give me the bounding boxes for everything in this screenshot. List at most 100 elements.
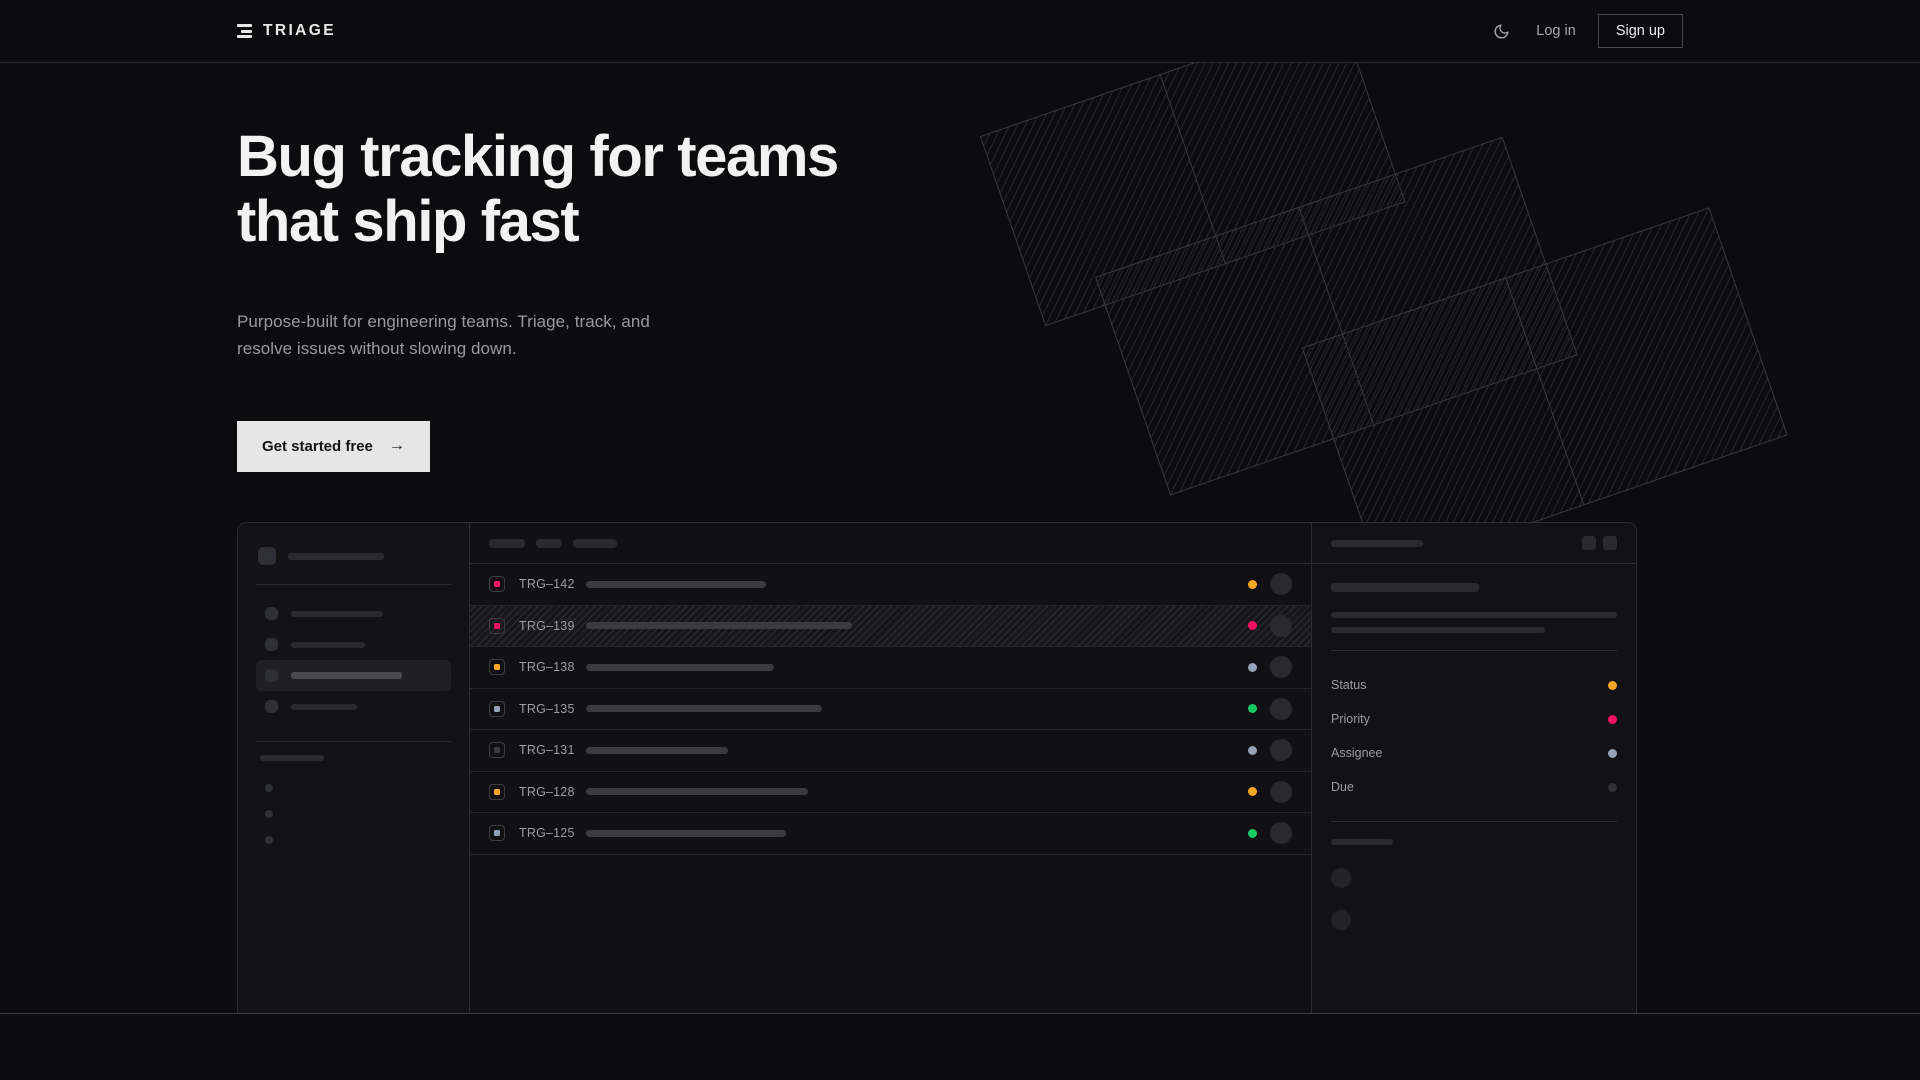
sidebar-sub-item-dot-icon (265, 784, 273, 792)
sidebar-item-label-placeholder (291, 703, 357, 710)
sidebar-nav-item[interactable] (256, 691, 451, 722)
detail-title-placeholder (1331, 583, 1479, 592)
issue-row-meta (1248, 739, 1292, 762)
navbar-actions: Log in Sign up (1488, 14, 1683, 48)
comment-avatar (1331, 868, 1351, 888)
detail-divider-activity (1331, 821, 1617, 822)
sidebar-sub-item[interactable] (256, 775, 451, 801)
issue-row-meta (1248, 573, 1292, 596)
detail-meta-row[interactable]: Priority (1331, 702, 1617, 736)
status-dot-icon (1248, 828, 1257, 838)
comment-item (1331, 857, 1617, 899)
page-bottom-divider (0, 1013, 1920, 1014)
issue-id: TRG–142 (519, 577, 575, 592)
sidebar-sub-item[interactable] (256, 801, 451, 827)
sidebar-sub-item-dot-icon (265, 836, 273, 844)
issue-row[interactable]: TRG–139 (470, 605, 1311, 647)
sidebar-divider-bottom (256, 741, 451, 742)
issue-row[interactable]: TRG–128 (470, 772, 1311, 813)
mock-sidebar (238, 523, 470, 1014)
issue-row[interactable]: TRG–142 (470, 564, 1311, 606)
issue-title-placeholder (586, 705, 822, 713)
sidebar-item-label-placeholder (291, 672, 402, 679)
detail-meta-row[interactable]: Due (1331, 770, 1617, 804)
issue-title-placeholder (586, 746, 728, 754)
sidebar-sub-item[interactable] (256, 827, 451, 853)
issue-list-toolbar (470, 523, 1311, 564)
issue-id: TRG–125 (519, 826, 575, 841)
brand-name: TRIAGE (263, 22, 336, 39)
sidebar-divider-top (256, 584, 451, 585)
issue-row-meta (1248, 614, 1292, 637)
triage-bars-logo-icon (237, 24, 252, 38)
detail-divider (1331, 650, 1617, 651)
assignee-avatar (1270, 614, 1292, 637)
issue-row[interactable]: TRG–138 (470, 647, 1311, 689)
detail-meta-row[interactable]: Assignee (1331, 736, 1617, 770)
cta-label: Get started free (262, 437, 373, 455)
sidebar-nav-list (256, 598, 451, 722)
detail-action-button[interactable] (1582, 536, 1596, 550)
detail-meta-value-dot-icon (1608, 714, 1617, 724)
sidebar-item-icon-placeholder (265, 607, 278, 620)
arrow-right-icon: → (388, 437, 405, 455)
issue-title-placeholder (586, 663, 774, 671)
workspace-avatar-placeholder (258, 547, 276, 565)
detail-meta-label: Status (1331, 678, 1367, 692)
issue-id: TRG–131 (519, 743, 575, 758)
assignee-avatar (1270, 822, 1292, 845)
assignee-avatar (1270, 697, 1292, 720)
hero-section: Bug tracking for teams that ship fast Pu… (237, 124, 839, 472)
top-navbar: TRIAGE Log in Sign up (0, 0, 1920, 63)
detail-meta-label: Assignee (1331, 746, 1383, 760)
priority-badge-icon (489, 742, 505, 759)
login-link[interactable]: Log in (1536, 23, 1576, 39)
moon-icon[interactable] (1488, 18, 1514, 44)
detail-action-button[interactable] (1603, 536, 1617, 550)
assignee-avatar (1270, 780, 1292, 803)
detail-meta-row[interactable]: Status (1331, 668, 1617, 702)
detail-breadcrumb-placeholder (1331, 539, 1423, 547)
sidebar-sub-item-dot-icon (265, 810, 273, 818)
detail-meta-value-dot-icon (1608, 782, 1617, 792)
issue-row-meta (1248, 780, 1292, 803)
sidebar-item-label-placeholder (291, 641, 365, 648)
status-dot-icon (1248, 579, 1257, 589)
hero-headline: Bug tracking for teams that ship fast (237, 124, 839, 254)
workspace-name-placeholder (288, 552, 384, 560)
detail-panel-header (1312, 523, 1636, 564)
priority-badge-icon (489, 617, 505, 634)
brand-logo[interactable]: TRIAGE (237, 22, 336, 40)
issue-row[interactable]: TRG–125 (470, 813, 1311, 855)
status-dot-icon (1248, 621, 1257, 631)
priority-badge-icon (489, 576, 505, 593)
detail-meta-value-dot-icon (1608, 748, 1617, 758)
issue-title-placeholder (586, 622, 852, 630)
sidebar-section-label-placeholder (260, 755, 324, 761)
issue-row-meta (1248, 822, 1292, 845)
issue-row[interactable]: TRG–131 (470, 730, 1311, 772)
detail-description-line (1331, 627, 1545, 633)
sidebar-nav-item[interactable] (256, 598, 451, 629)
issue-row[interactable]: TRG–135 (470, 689, 1311, 730)
assignee-avatar (1270, 656, 1292, 679)
filter-chip-placeholder[interactable] (536, 538, 562, 548)
sidebar-nav-item[interactable] (256, 660, 451, 691)
activity-label-placeholder (1331, 839, 1393, 845)
sidebar-item-label-placeholder (291, 610, 383, 617)
assignee-avatar (1270, 573, 1292, 596)
sidebar-nav-item[interactable] (256, 629, 451, 660)
filter-chip-placeholder[interactable] (489, 538, 525, 548)
signup-button[interactable]: Sign up (1597, 14, 1683, 48)
get-started-button[interactable]: Get started free → (237, 420, 430, 472)
status-dot-icon (1248, 662, 1257, 672)
filter-chip-placeholder[interactable] (573, 538, 617, 548)
detail-meta-value-dot-icon (1608, 680, 1617, 690)
workspace-switcher[interactable] (256, 541, 451, 565)
issue-id: TRG–138 (519, 660, 575, 675)
comment-avatar (1331, 910, 1351, 930)
detail-meta-label: Due (1331, 780, 1354, 794)
